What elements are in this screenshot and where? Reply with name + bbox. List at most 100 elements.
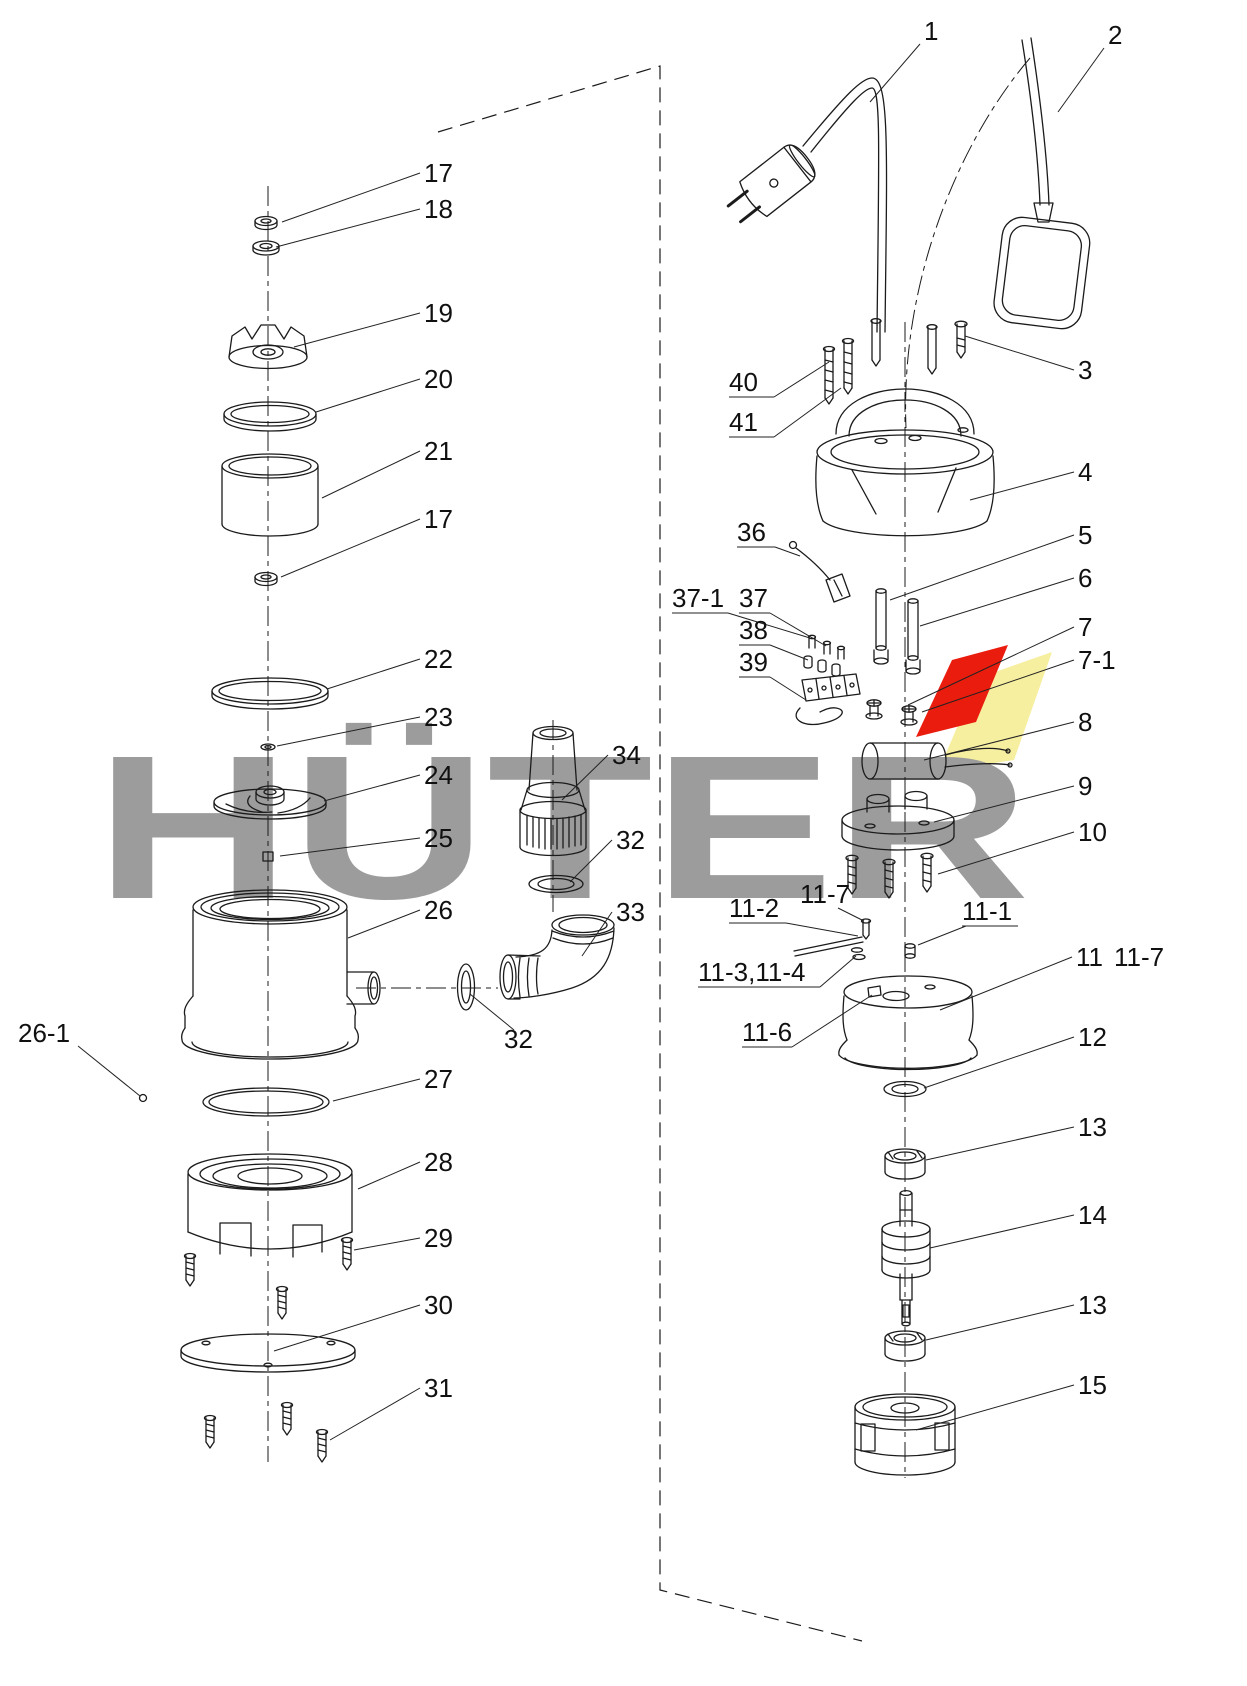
part-small-23 — [260, 743, 276, 751]
leader-line — [77, 1045, 141, 1097]
part-label-17: 17 — [424, 158, 453, 188]
part-label-37: 37 — [739, 583, 768, 613]
part-screw-3 — [954, 320, 968, 359]
part-label-18: 18 — [424, 194, 453, 224]
leader-line — [939, 956, 1073, 1011]
part-sensor-wire-36 — [788, 540, 851, 603]
part-stud-5 — [873, 588, 889, 665]
leader-line — [837, 907, 865, 922]
part-label-1: 1 — [924, 16, 938, 46]
leader-line — [279, 837, 421, 857]
part-base-plate-30 — [180, 1333, 356, 1373]
leader-line — [281, 172, 421, 223]
part-terminal-block-39 — [795, 673, 861, 726]
part-label-30: 30 — [424, 1290, 453, 1320]
part-stator-15 — [854, 1393, 956, 1476]
leader-line — [357, 1161, 421, 1190]
leader-line — [293, 312, 421, 348]
part-label-13: 13 — [1078, 1290, 1107, 1320]
leader-line — [581, 911, 613, 957]
leader-line — [569, 839, 613, 883]
part-label-6: 6 — [1078, 563, 1092, 593]
leader-line — [964, 335, 1075, 371]
part-label-19: 19 — [424, 298, 453, 328]
part-label-11-6: 11-6 — [742, 1017, 792, 1047]
part-stud-6 — [905, 598, 921, 675]
part-ring-20 — [223, 401, 317, 432]
part-label-24: 24 — [424, 760, 453, 790]
part-label-23: 23 — [424, 702, 453, 732]
part-oring-27 — [202, 1087, 330, 1117]
part-label-9: 9 — [1078, 771, 1092, 801]
part-label-7-1: 7-1 — [1078, 645, 1116, 675]
logo-red-shape — [916, 645, 1008, 737]
part-stator-housing-11 — [838, 975, 978, 1071]
part-label-13: 13 — [1078, 1112, 1107, 1142]
part-pin-26-1 — [138, 1093, 148, 1103]
leader-line — [321, 450, 421, 499]
part-label-12: 12 — [1078, 1022, 1107, 1052]
leader-line — [329, 1387, 421, 1441]
part-washer-32-lower — [456, 963, 476, 1011]
part-key-25 — [262, 851, 274, 862]
leader-line — [785, 922, 859, 937]
part-label-36: 36 — [737, 517, 766, 547]
part-bracket-9 — [841, 790, 955, 851]
leader-line — [561, 754, 609, 801]
part-pump-housing-26 — [180, 889, 381, 1060]
leader-line — [276, 716, 421, 747]
part-power-cord-1 — [726, 77, 888, 333]
leader-line — [315, 378, 421, 413]
leader-line — [929, 1214, 1075, 1249]
leader-line — [925, 1304, 1075, 1341]
part-label-2: 2 — [1108, 20, 1122, 50]
part-label-33: 33 — [616, 897, 645, 927]
leader-line — [923, 721, 1075, 761]
part-label-5: 5 — [1078, 520, 1092, 550]
part-rotor-14 — [881, 1189, 931, 1327]
part-label-27: 27 — [424, 1064, 453, 1094]
line-art — [138, 37, 1091, 1476]
part-ring-22 — [211, 677, 329, 710]
part-nut-17-top — [254, 215, 278, 231]
part-label-3: 3 — [1078, 355, 1092, 385]
part-label-14: 14 — [1078, 1200, 1107, 1230]
part-label-11-7: 11-7 — [1114, 942, 1164, 972]
leader-line — [915, 1384, 1075, 1431]
leader-line — [923, 1036, 1075, 1089]
part-terminals-37-38 — [803, 634, 846, 677]
part-hose-adapter-34 — [519, 725, 587, 857]
leader-line — [937, 831, 1075, 875]
leader-line — [1057, 47, 1105, 113]
part-label-26: 26 — [424, 895, 453, 925]
part-label-8: 8 — [1078, 707, 1092, 737]
part-label-11-1: 11-1 — [962, 896, 1012, 926]
part-washer-32-upper — [528, 874, 584, 894]
part-label-25: 25 — [424, 823, 453, 853]
leader-line — [769, 676, 807, 701]
part-label-11-7: 11-7 — [800, 879, 850, 909]
part-label-39: 39 — [739, 647, 768, 677]
leader-line — [347, 909, 421, 939]
leader-line — [326, 658, 421, 690]
part-nut-17-lower — [254, 571, 278, 587]
part-label-41: 41 — [729, 407, 758, 437]
leader-line — [727, 612, 811, 639]
part-label-11-2: 11-2 — [729, 893, 779, 923]
leader-line — [907, 626, 1075, 706]
part-impeller-cap-19 — [228, 324, 308, 370]
part-label-26-1: 26-1 — [18, 1018, 70, 1048]
leader-line — [769, 644, 809, 661]
part-cup-21 — [221, 453, 319, 537]
leader-line — [791, 994, 873, 1048]
leader-line — [280, 518, 421, 578]
leader-line — [769, 612, 827, 647]
leader-line — [925, 1126, 1075, 1161]
part-label-34: 34 — [612, 740, 641, 770]
section-boundary-line — [437, 65, 863, 1642]
part-lower-housing-28 — [187, 1153, 353, 1258]
part-label-31: 31 — [424, 1373, 453, 1403]
leader-line — [819, 955, 857, 988]
part-label-7: 7 — [1078, 612, 1092, 642]
